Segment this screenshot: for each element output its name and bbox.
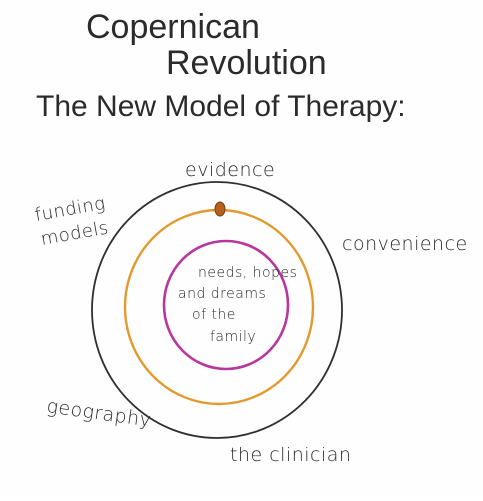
center-label-line-4: family — [210, 329, 256, 345]
title-line-2: Revolution — [166, 44, 327, 82]
center-label-line-1: needs, hopes — [198, 265, 297, 281]
label-convenience: convenience — [342, 233, 468, 255]
label-the-clinician: the clinician — [230, 444, 351, 466]
center-label-line-3: of the — [192, 307, 236, 323]
inner-ring — [162, 239, 290, 371]
center-label: needs, hopes and dreams of the family — [178, 265, 297, 345]
label-geography: geography — [45, 395, 152, 431]
outer-ring — [91, 181, 343, 439]
center-label-line-2: and dreams — [178, 286, 266, 302]
subtitle: The New Model of Therapy: — [36, 90, 406, 123]
label-evidence: evidence — [185, 159, 275, 181]
planet-dot — [214, 201, 226, 217]
title-line-1: Copernican — [86, 8, 260, 46]
